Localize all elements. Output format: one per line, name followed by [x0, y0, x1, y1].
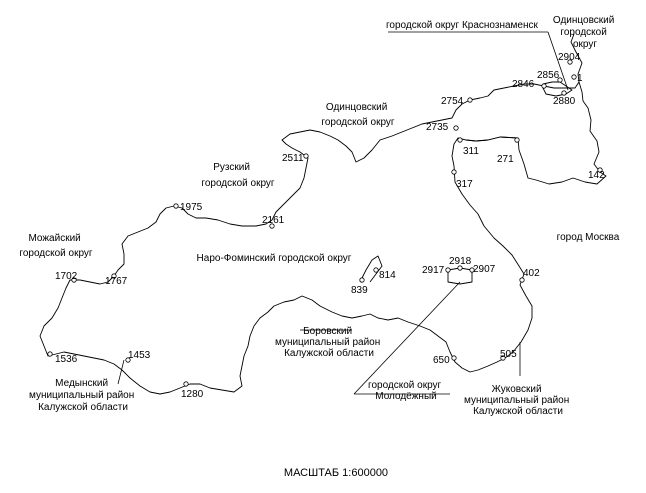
region-zhukovsky-label: Жуковский муниципальный район Калужской … [464, 384, 572, 417]
region-medyn-label: Медынский муниципальный район Калужской … [29, 378, 137, 413]
point-label: 2918 [449, 256, 472, 267]
point-label: 1453 [128, 350, 151, 361]
point-label: 271 [497, 154, 514, 165]
point-label: 839 [351, 285, 368, 296]
point-label: 2735 [426, 122, 449, 133]
point-label: 2880 [553, 96, 576, 107]
point-label: 2904 [558, 52, 581, 63]
map-scale: МАСШТАБ 1:600000 [284, 467, 388, 479]
district-boundary [39, 33, 607, 395]
point-1702 [71, 277, 77, 283]
point-2904 [567, 59, 573, 65]
point-2907 [469, 267, 475, 273]
point-1975 [173, 203, 179, 209]
point-label: 1702 [55, 271, 78, 282]
point-505 [500, 355, 506, 361]
point-2918 [457, 265, 463, 271]
point-label: 1767 [105, 276, 128, 287]
region-mozhaysk-label: Можайский городской округ [19, 233, 93, 259]
krasnoznamensk-enclave [542, 81, 573, 97]
point-label: 2907 [473, 264, 496, 275]
boundary-points [47, 59, 603, 387]
point-label: 402 [523, 268, 540, 279]
point-142 [597, 167, 603, 173]
point-650 [451, 355, 457, 361]
point-label: 142 [588, 170, 605, 181]
point-label: 2917 [422, 265, 445, 276]
point-label: 1 [577, 73, 583, 84]
point-1767 [111, 273, 117, 279]
region-moscow-label: город Москва [557, 232, 620, 243]
point-labels: 1 2904 2856 2846 2880 2754 2735 311 271 … [55, 52, 605, 400]
point-2880 [561, 90, 567, 96]
point-label: 650 [433, 355, 450, 366]
point-1280 [183, 381, 189, 387]
molodezhny-leader [353, 281, 461, 395]
point-1 [571, 74, 577, 80]
point-1453 [125, 357, 131, 363]
region-naro-fominsk-label: Наро-Фоминский городской округ [197, 253, 352, 264]
point-label: 2754 [441, 96, 464, 107]
point-label: 317 [456, 179, 473, 190]
medyn-leader [117, 359, 125, 385]
point-label: 2856 [537, 70, 560, 81]
point-label: 311 [463, 146, 479, 157]
krasnoznamensk-leader-down [547, 31, 569, 91]
region-borovsk-label: Боровский муниципальный район Калужской … [275, 326, 383, 359]
point-2917 [445, 267, 451, 273]
region-krasnoznamensk-label: городской округ Краснознаменск [386, 20, 539, 31]
point-label: 2846 [512, 79, 535, 90]
point-label: 2511 [282, 153, 304, 164]
point-271 [514, 137, 520, 143]
point-2754 [467, 97, 473, 103]
point-2856 [557, 77, 563, 83]
point-label: 1975 [180, 202, 203, 213]
point-839 [359, 277, 365, 283]
point-label: 505 [500, 349, 517, 360]
region-labels: городской округ Краснознаменск Одинцовск… [19, 15, 619, 417]
point-label: 1536 [55, 354, 78, 365]
region-molodezhny-label: городской округ Молодёжный [368, 380, 444, 402]
region-odintsovo-label: Одинцовский городской округ [321, 102, 395, 128]
point-317 [451, 169, 457, 175]
point-label: 2161 [262, 215, 285, 226]
point-814 [373, 267, 379, 273]
point-402 [519, 277, 525, 283]
point-311 [457, 137, 463, 143]
point-1536 [47, 351, 53, 357]
region-ruza-label: Рузский городской округ [201, 162, 275, 189]
borovsk-inner-boundary [359, 255, 383, 283]
point-2735 [453, 125, 459, 131]
point-2846 [541, 83, 547, 89]
point-label: 1280 [181, 389, 204, 400]
moscow-wedge-boundary [457, 136, 519, 142]
point-label: 814 [379, 270, 396, 281]
region-odintsovo-ne-label: Одинцовский городской округ [553, 15, 617, 50]
point-2511 [303, 153, 309, 159]
point-2161 [269, 223, 275, 229]
